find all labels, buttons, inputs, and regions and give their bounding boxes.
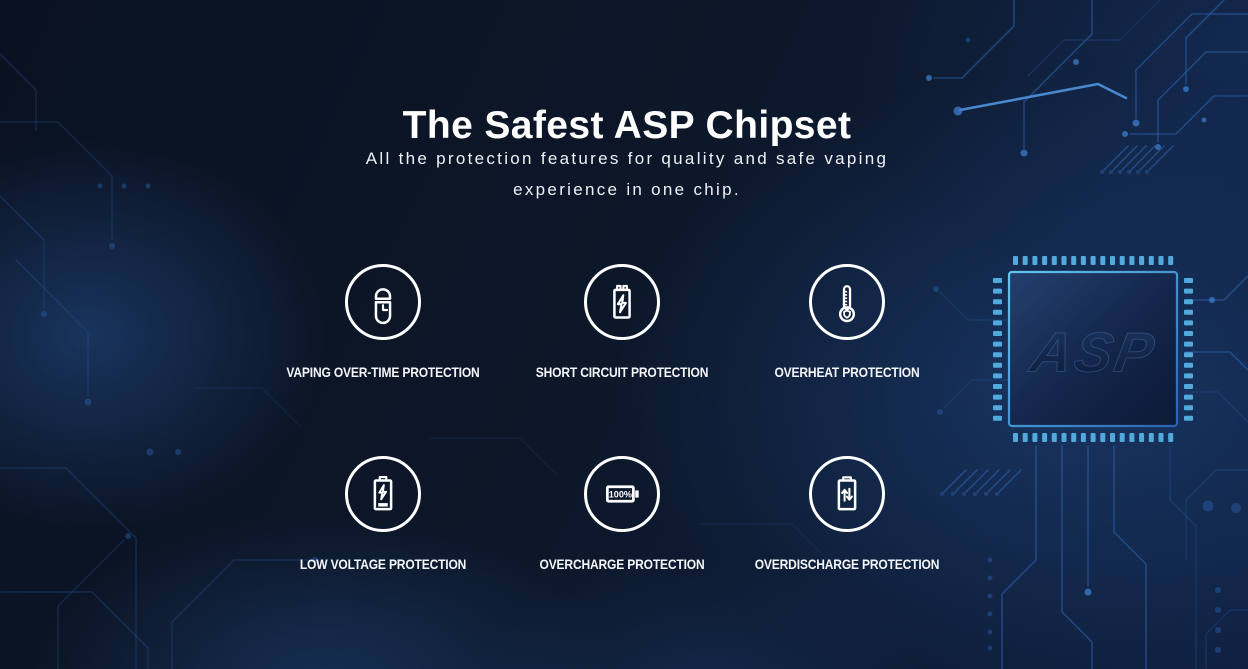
page-title: The Safest ASP Chipset <box>402 104 852 148</box>
feature-label: VAPING OVER-TIME PROTECTION <box>286 364 480 380</box>
asp-chip-logo: ASP <box>1024 321 1161 384</box>
thermometer-shield-icon <box>838 285 856 323</box>
icon-circle: 100% <box>584 456 660 532</box>
feature-vaping-over-time: VAPING OVER-TIME PROTECTION <box>263 264 503 380</box>
feature-label: OVERCHARGE PROTECTION <box>539 556 705 572</box>
asp-chip: ASP <box>993 256 1193 442</box>
page-subtitle-line-1: All the protection features for quality … <box>365 149 889 168</box>
pod-clock-icon <box>374 288 392 325</box>
battery-full-icon: 100% <box>606 485 639 503</box>
icon-circle <box>345 456 421 532</box>
icon-circle <box>809 264 885 340</box>
feature-overheat: OVERHEAT PROTECTION <box>727 264 967 380</box>
feature-label: OVERDISCHARGE PROTECTION <box>754 556 940 572</box>
feature-low-voltage: LOW VOLTAGE PROTECTION <box>263 456 503 572</box>
feature-label: LOW VOLTAGE PROTECTION <box>299 556 467 572</box>
battery-percentage-label: 100% <box>609 489 632 499</box>
icon-circle <box>345 264 421 340</box>
icon-circle <box>809 456 885 532</box>
circuit-traces-bottom-right <box>940 445 1248 669</box>
feature-label: SHORT CIRCUIT PROTECTION <box>535 364 709 380</box>
feature-label: OVERHEAT PROTECTION <box>774 364 920 380</box>
feature-overdischarge: OVERDISCHARGE PROTECTION <box>727 456 967 572</box>
icon-circle <box>584 264 660 340</box>
battery-arrows-icon <box>837 476 857 511</box>
feature-short-circuit: SHORT CIRCUIT PROTECTION <box>502 264 742 380</box>
battery-lightning-icon <box>613 284 631 319</box>
chip-body <box>1007 270 1179 428</box>
battery-low-lightning-icon <box>373 476 393 511</box>
chip-pins <box>993 256 1193 442</box>
circuit-traces-top-right <box>926 0 1248 174</box>
page-subtitle-line-2: experience in one chip. <box>513 180 741 199</box>
feature-overcharge: 100% OVERCHARGE PROTECTION <box>502 456 742 572</box>
circuit-traces-right <box>933 275 1248 423</box>
circuit-traces-left <box>0 53 829 669</box>
page-subtitle: All the protection features for quality … <box>0 143 1248 205</box>
